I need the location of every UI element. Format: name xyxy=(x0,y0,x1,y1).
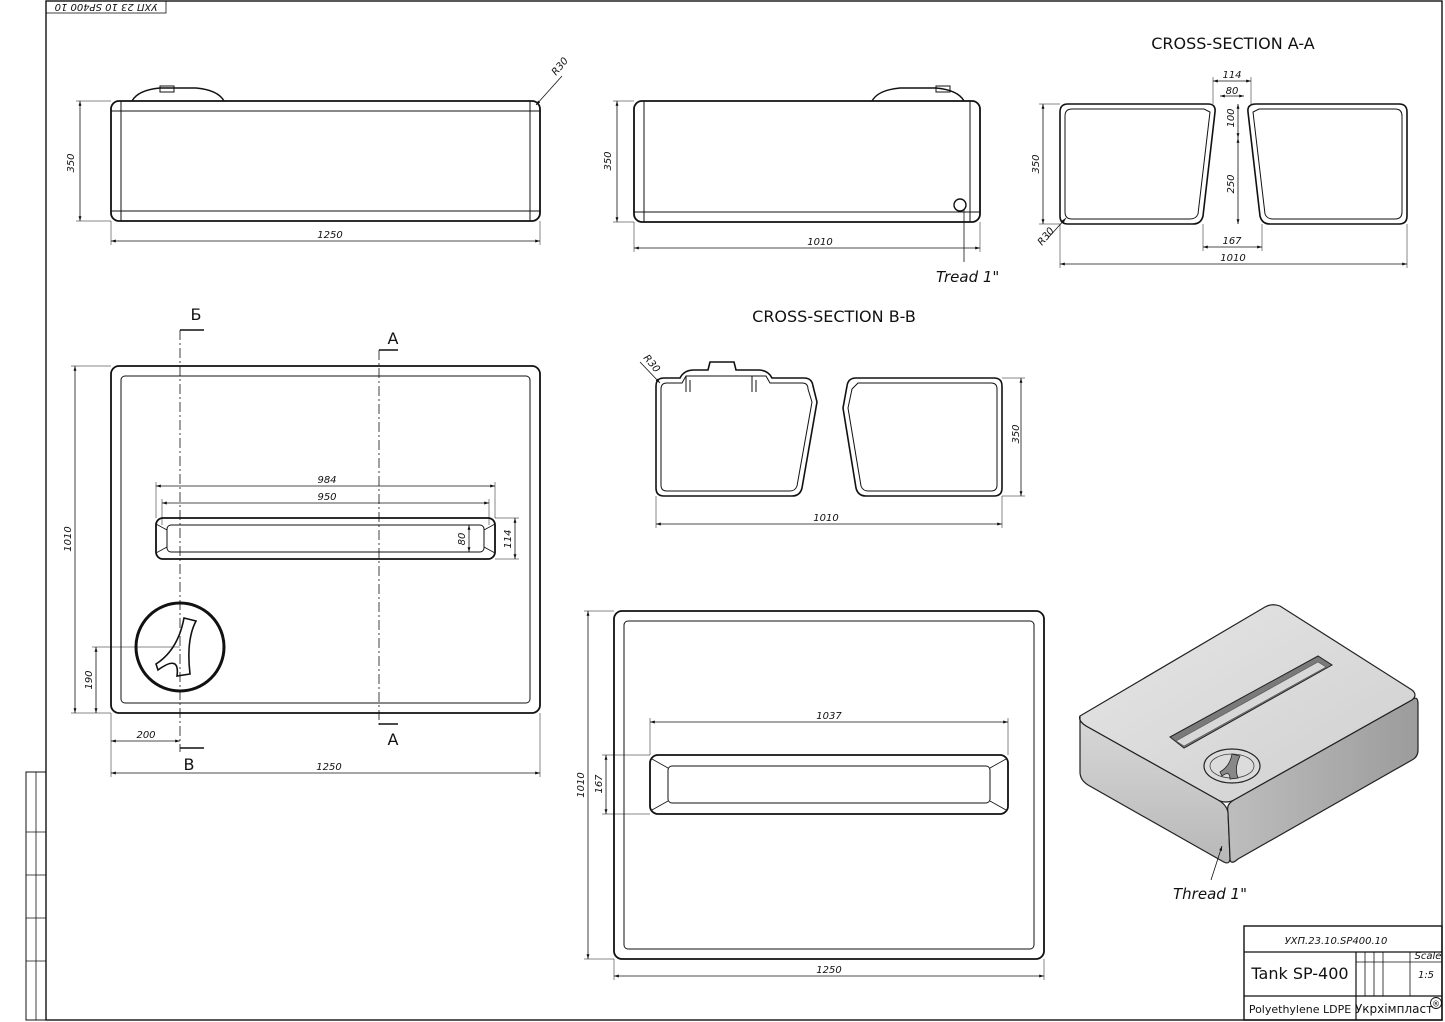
rotated-drawing-code: УХП 23 10 SP400 10 xyxy=(55,1,158,12)
plan-dim-1010: 1010 xyxy=(63,526,74,551)
aa-dim-80: 80 xyxy=(1226,86,1239,97)
isometric-view: Thread 1" xyxy=(1079,604,1419,903)
iso-thread-label: Thread 1" xyxy=(1173,885,1247,903)
title-name: Tank SP-400 xyxy=(1250,964,1348,983)
bb-dim-1010: 1010 xyxy=(813,513,838,524)
title-material: Polyethylene LDPE xyxy=(1249,1003,1351,1016)
aa-dim-114: 114 xyxy=(1222,70,1241,81)
registered-mark: ® xyxy=(1432,1000,1440,1009)
plan-dim-200: 200 xyxy=(136,730,155,741)
plan-dim-950: 950 xyxy=(317,492,336,503)
title-block: УХП.23.10.SP400.10 Tank SP-400 Scale 1:5… xyxy=(1243,925,1443,1021)
title-company: Укрхімпласт xyxy=(1355,1002,1433,1016)
front-width-dim: 1250 xyxy=(317,230,342,241)
bottom-dim-1250: 1250 xyxy=(816,965,841,976)
registered-icon xyxy=(1430,997,1442,1009)
section-mark-a-bottom: А xyxy=(388,730,399,749)
bottom-dim-1037: 1037 xyxy=(816,711,842,722)
section-bb-title: CROSS-SECTION B-B xyxy=(752,307,916,326)
cross-section-bb: CROSS-SECTION B-B 350 1010 R30 xyxy=(639,307,1025,528)
bottom-dim-1010: 1010 xyxy=(576,772,587,797)
title-scale-label: Scale xyxy=(1415,951,1442,962)
cross-section-aa: CROSS-SECTION A-A 114 80 100 250 350 167… xyxy=(1031,34,1408,268)
section-mark-b-bottom: В xyxy=(184,755,195,774)
plan-view: Б В А А 984 950 80 114 1010 190 200 1250 xyxy=(63,305,541,777)
bottom-view: 1037 167 1010 1250 xyxy=(576,610,1045,980)
bottom-dim-167: 167 xyxy=(594,774,605,794)
front-height-dim: 350 xyxy=(66,153,77,172)
side-thread-label: Tread 1" xyxy=(936,268,999,286)
aa-dim-1010: 1010 xyxy=(1220,253,1245,264)
rotated-code-box: УХП 23 10 SP400 10 xyxy=(45,0,167,14)
aa-dim-167: 167 xyxy=(1222,236,1242,247)
title-drawing-code: УХП.23.10.SP400.10 xyxy=(1285,936,1388,947)
side-view: 350 1010 Tread 1" xyxy=(603,85,999,286)
bb-dim-350: 350 xyxy=(1011,424,1022,443)
aa-dim-100: 100 xyxy=(1226,108,1237,127)
plan-dim-984: 984 xyxy=(317,475,336,486)
title-scale: 1:5 xyxy=(1418,970,1434,981)
bb-dim-r30: R30 xyxy=(641,353,662,375)
drain-thread-circle xyxy=(953,198,967,212)
sheet-frame xyxy=(25,0,1443,1021)
aa-dim-r30: R30 xyxy=(1036,226,1057,248)
plan-dim-1250: 1250 xyxy=(316,762,341,773)
side-height-dim: 350 xyxy=(603,151,614,170)
aa-dim-350: 350 xyxy=(1031,154,1042,173)
section-mark-a-top: А xyxy=(388,329,399,348)
side-width-dim: 1010 xyxy=(807,237,832,248)
plan-dim-190: 190 xyxy=(84,670,95,689)
front-radius-dim: R30 xyxy=(550,56,571,78)
plan-dim-114: 114 xyxy=(503,529,514,548)
aa-dim-250: 250 xyxy=(1226,174,1237,193)
section-mark-b-top: Б xyxy=(191,305,202,324)
section-aa-title: CROSS-SECTION A-A xyxy=(1151,34,1315,53)
plan-dim-80: 80 xyxy=(457,533,468,546)
front-view: 350 1250 R30 xyxy=(66,56,571,245)
